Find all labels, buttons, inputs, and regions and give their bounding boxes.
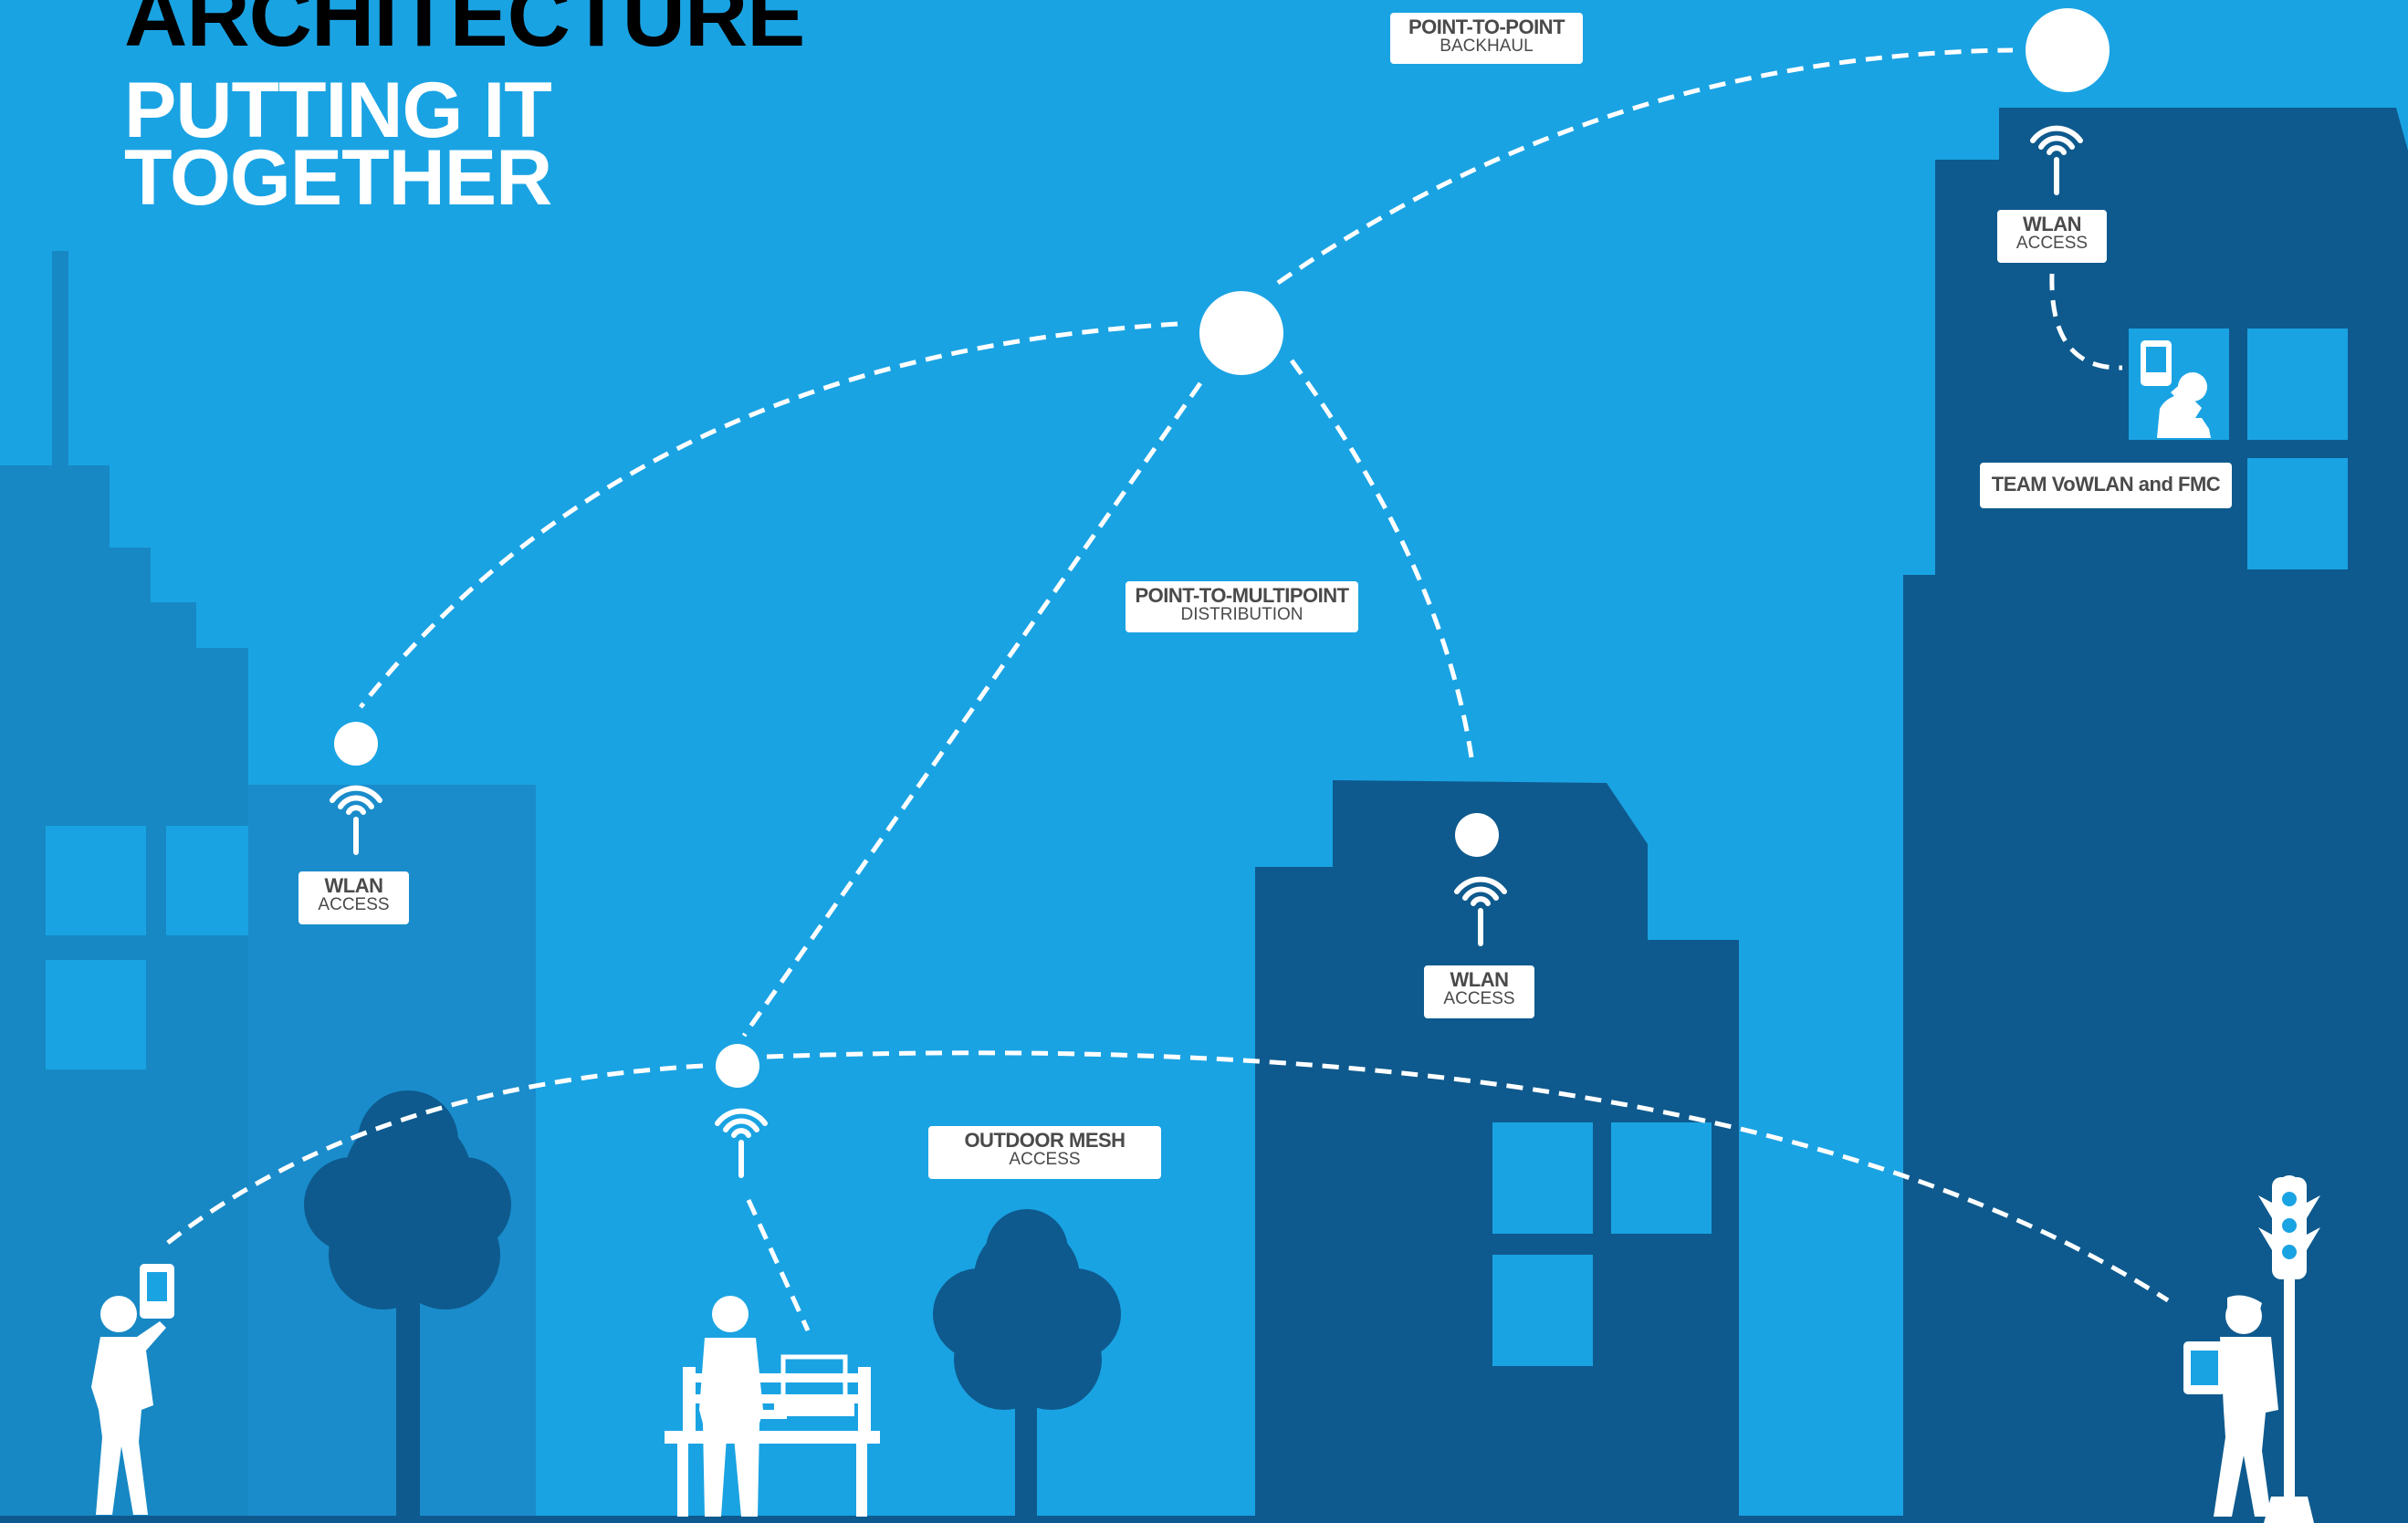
backhaul-link bbox=[1276, 47, 2014, 286]
wifi-icon bbox=[1454, 876, 1507, 946]
link-lines bbox=[162, 47, 2170, 1332]
distribution-link-middle bbox=[741, 381, 1203, 1038]
middle-building bbox=[1255, 780, 1739, 1523]
distribution-subtitle: DISTRIBUTION bbox=[1180, 605, 1303, 624]
title-together: TOGETHER bbox=[124, 134, 552, 222]
person-with-tablet-icon bbox=[2183, 1295, 2278, 1517]
label-wlan-access-middle: WLAN ACCESS bbox=[1424, 965, 1534, 1018]
backhaul-subtitle: BACKHAUL bbox=[1440, 37, 1534, 56]
wlan-left-subtitle: ACCESS bbox=[318, 895, 390, 914]
label-wlan-access-left: WLAN ACCESS bbox=[298, 871, 409, 924]
person-with-laptop-icon bbox=[665, 1296, 880, 1517]
wlan-middle-node bbox=[1455, 813, 1499, 857]
distribution-link-left bbox=[359, 321, 1178, 709]
wlan-middle-subtitle: ACCESS bbox=[1443, 989, 1515, 1008]
right-building bbox=[1903, 108, 2408, 1523]
distribution-node bbox=[1199, 291, 1283, 375]
handheld-device-icon bbox=[2141, 340, 2211, 438]
outdoor-mesh-subtitle: ACCESS bbox=[1009, 1150, 1081, 1169]
title-architecture: ARCHITECTURE bbox=[124, 0, 805, 65]
vowlan-link bbox=[2049, 273, 2123, 370]
wlan-left-title: WLAN bbox=[324, 874, 383, 897]
label-wlan-access-right: WLAN ACCESS bbox=[1997, 210, 2107, 263]
wifi-icon bbox=[330, 785, 382, 855]
label-outdoor-mesh-access: OUTDOOR MESH ACCESS bbox=[928, 1126, 1161, 1179]
title-putting-it: PUTTING IT bbox=[124, 67, 552, 154]
label-point-to-multipoint-distribution: POINT-TO-MULTIPOINT DISTRIBUTION bbox=[1125, 581, 1358, 632]
ground-line bbox=[0, 1516, 2408, 1523]
network-nodes bbox=[334, 8, 2110, 1088]
mesh-node bbox=[716, 1044, 759, 1088]
label-point-to-point-backhaul: POINT-TO-POINT BACKHAUL bbox=[1390, 13, 1583, 64]
traffic-light-icon bbox=[2258, 1175, 2320, 1523]
person-with-phone-icon bbox=[91, 1264, 174, 1515]
backhaul-node bbox=[2026, 8, 2110, 92]
mesh-link-right bbox=[766, 1050, 2170, 1303]
team-title: TEAM VoWLAN and FMC bbox=[1991, 473, 2221, 495]
outdoor-mesh-title: OUTDOOR MESH bbox=[964, 1129, 1125, 1152]
wlan-left-node bbox=[334, 722, 378, 766]
tree-icon bbox=[933, 1209, 1121, 1523]
distribution-title: POINT-TO-MULTIPOINT bbox=[1135, 584, 1349, 607]
label-team-vowlan-fmc: TEAM VoWLAN and FMC bbox=[1980, 463, 2232, 508]
wlan-middle-title: WLAN bbox=[1450, 968, 1509, 991]
mesh-link-left bbox=[162, 1063, 704, 1247]
tree-icon bbox=[304, 1090, 511, 1523]
backhaul-title: POINT-TO-POINT bbox=[1408, 16, 1565, 38]
laptop-link bbox=[746, 1198, 811, 1332]
distribution-link-right bbox=[1289, 359, 1474, 758]
wifi-icon bbox=[715, 1108, 768, 1178]
wlan-right-subtitle: ACCESS bbox=[2015, 234, 2089, 253]
wlan-right-title: WLAN bbox=[2023, 213, 2081, 235]
wifi-icon bbox=[2030, 125, 2083, 195]
